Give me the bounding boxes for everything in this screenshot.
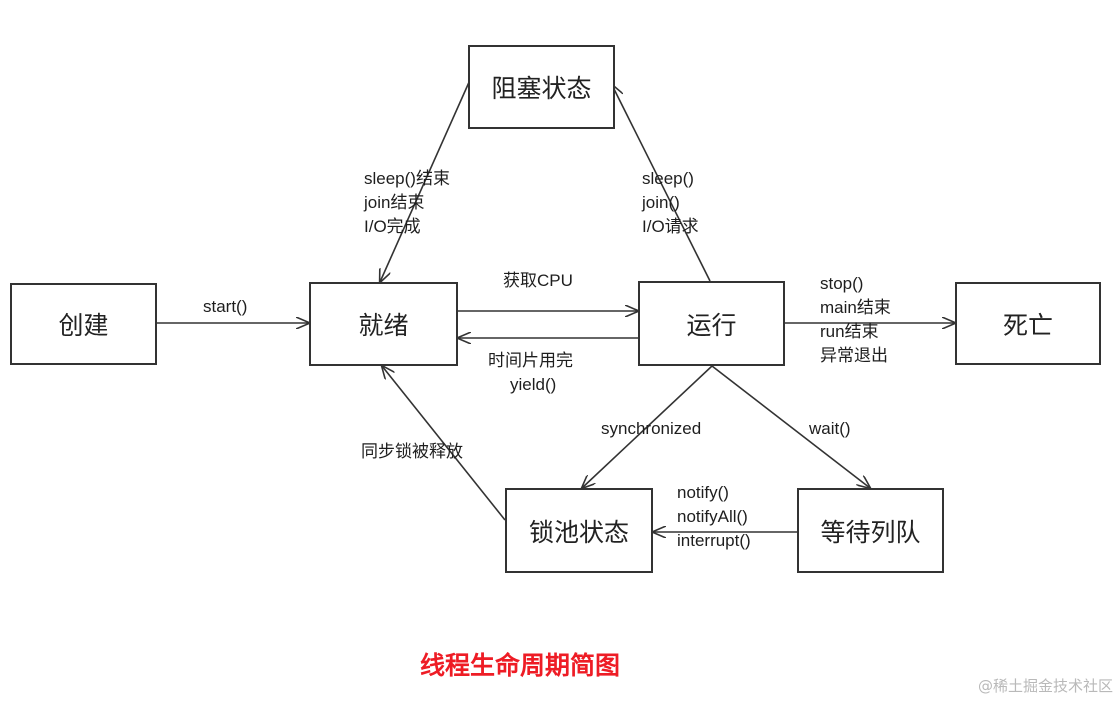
- node-ready: 就绪: [309, 282, 458, 366]
- label-line: join(): [642, 193, 680, 212]
- label-notify: notify() notifyAll() interrupt(): [677, 481, 751, 553]
- label-running-to-blocked: sleep() join() I/O请求: [642, 167, 699, 239]
- label-timeslice-line: 时间片用完: [488, 351, 573, 370]
- label-line: 异常退出: [820, 346, 888, 365]
- label-start: start(): [203, 297, 248, 316]
- node-running: 运行: [638, 281, 785, 366]
- node-dead: 死亡: [955, 282, 1101, 365]
- node-lock-pool: 锁池状态: [505, 488, 653, 573]
- label-line: sleep(): [642, 169, 694, 188]
- arrow-running-to-waitqueue: [711, 365, 870, 488]
- arrow-running-to-blocked: [612, 85, 711, 282]
- label-line: notifyAll(): [677, 507, 748, 526]
- label-line: I/O完成: [364, 217, 421, 236]
- label-timeslice-line: yield(): [510, 375, 557, 394]
- diagram-title: 线程生命周期简图: [420, 651, 621, 680]
- label-blocked-to-ready: sleep()结束 join结束 I/O完成: [364, 167, 450, 239]
- arrow-blocked-to-ready: [380, 79, 471, 282]
- label-line: interrupt(): [677, 531, 751, 550]
- arrow-running-to-lockpool: [582, 365, 713, 488]
- node-wait-queue: 等待列队: [797, 488, 944, 573]
- label-get-cpu: 获取CPU: [503, 271, 573, 290]
- node-blocked: 阻塞状态: [468, 45, 615, 129]
- watermark: @稀土掘金技术社区: [977, 677, 1113, 695]
- label-line: main结束: [820, 298, 891, 317]
- label-line: join结束: [364, 193, 425, 212]
- label-wait: wait(): [809, 419, 851, 438]
- label-line: notify(): [677, 483, 729, 502]
- label-synchronized: synchronized: [601, 419, 702, 438]
- label-line: sleep()结束: [364, 169, 450, 188]
- label-line: run结束: [820, 322, 879, 341]
- label-timeslice: 时间片用完 yield(): [488, 349, 573, 397]
- label-lock-released: 同步锁被释放: [361, 442, 463, 461]
- label-line: stop(): [820, 274, 864, 293]
- node-create: 创建: [10, 283, 157, 365]
- label-line: I/O请求: [642, 217, 699, 236]
- label-running-to-dead: stop() main结束 run结束 异常退出: [820, 272, 891, 368]
- arrow-lockpool-to-ready: [382, 366, 506, 521]
